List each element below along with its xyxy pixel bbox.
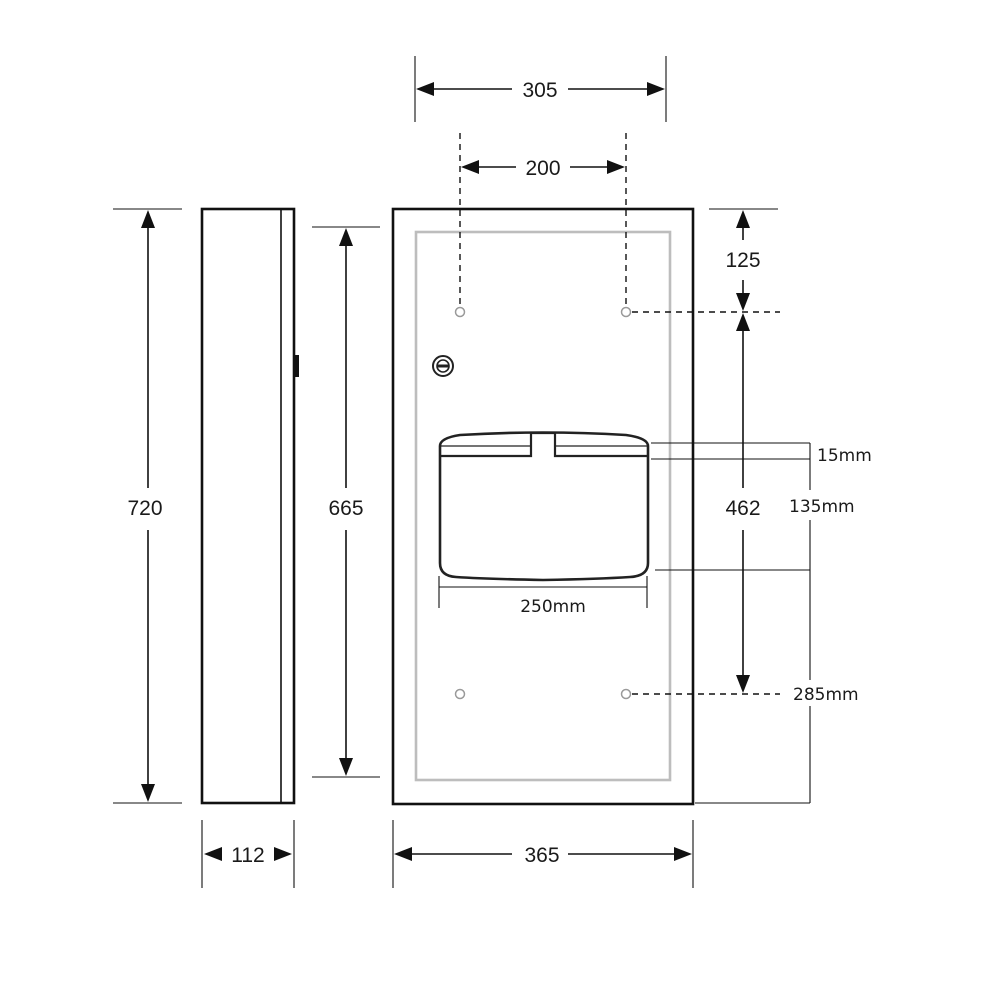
towel-dispenser-slot xyxy=(438,431,650,582)
arrowhead-right xyxy=(607,160,625,174)
label-135mm: 135mm xyxy=(789,497,855,517)
arrowhead-right xyxy=(274,847,292,861)
dim-665: 665 xyxy=(312,226,380,778)
dim-365: 365 xyxy=(392,820,694,888)
arrowhead-down xyxy=(736,675,750,693)
label-365: 365 xyxy=(524,844,559,867)
hole-centerlines xyxy=(459,133,780,695)
arrowhead-down xyxy=(339,758,353,776)
arrowhead-down xyxy=(141,784,155,802)
label-125: 125 xyxy=(725,249,760,272)
label-250mm: 250mm xyxy=(520,597,586,617)
dim-112: 112 xyxy=(201,820,295,888)
side-lock-tab xyxy=(294,355,299,377)
label-665: 665 xyxy=(328,497,363,520)
label-305: 305 xyxy=(522,79,557,102)
arrowhead-left xyxy=(416,82,434,96)
arrowhead-up xyxy=(141,210,155,228)
dim-200: 200 xyxy=(461,157,625,180)
label-112: 112 xyxy=(231,844,264,867)
mounting-hole xyxy=(620,306,632,318)
arrowhead-down xyxy=(736,293,750,311)
mounting-hole xyxy=(620,688,632,700)
dim-720: 720 xyxy=(113,208,182,804)
arrowhead-left xyxy=(204,847,222,861)
arrowhead-right xyxy=(647,82,665,96)
front-inner-panel xyxy=(414,230,672,782)
label-15mm: 15mm xyxy=(817,446,872,466)
arrowhead-right xyxy=(674,847,692,861)
label-285mm: 285mm xyxy=(793,685,859,705)
slot-dimension-lines: 15mm 135mm 285mm xyxy=(651,442,872,804)
arrowhead-up xyxy=(339,228,353,246)
side-cabinet xyxy=(200,207,296,805)
dim-250mm: 250mm xyxy=(438,576,648,617)
mounting-hole xyxy=(454,688,466,700)
arrowhead-up xyxy=(736,210,750,228)
label-200: 200 xyxy=(525,157,560,180)
arrowhead-left xyxy=(394,847,412,861)
front-view xyxy=(391,207,695,806)
lock-icon xyxy=(432,355,454,377)
dim-125: 125 xyxy=(709,208,778,311)
dim-305: 305 xyxy=(414,56,667,122)
dim-462: 462 xyxy=(725,313,761,693)
arrowhead-left xyxy=(461,160,479,174)
side-view xyxy=(200,207,299,805)
label-462: 462 xyxy=(725,497,760,520)
label-720: 720 xyxy=(127,497,162,520)
arrowhead-up xyxy=(736,313,750,331)
mounting-hole xyxy=(454,306,466,318)
